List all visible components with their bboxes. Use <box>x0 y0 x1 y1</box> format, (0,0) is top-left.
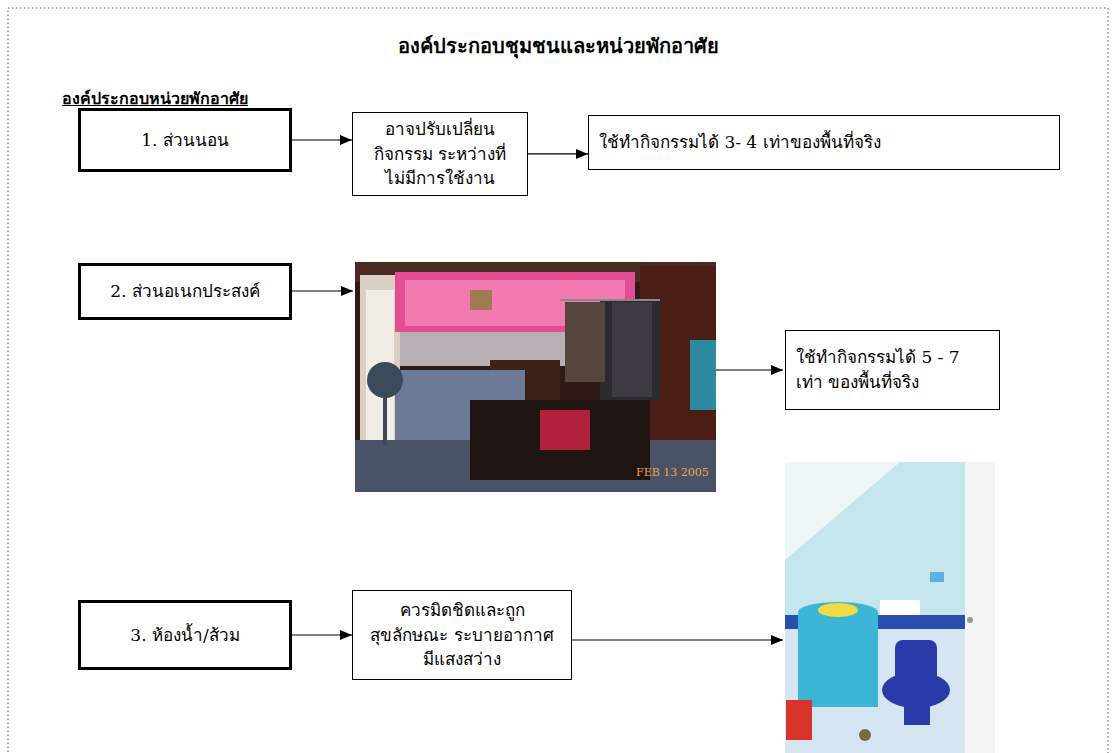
result-box: ใช้ทำกิจกรรมได้ 3- 4 เท่าของพื้นที่จริง <box>588 115 1060 170</box>
category-box: 1. ส่วนนอน <box>78 108 292 172</box>
box-text: ใช้ทำกิจกรรมได้ 3- 4 เท่าของพื้นที่จริง <box>599 130 1049 155</box>
result-box: ใช้ทำกิจกรรมได้ 5 - 7 เท่า ของพื้นที่จริ… <box>785 330 1000 410</box>
leader-arrow <box>292 290 353 291</box>
flow-arrow <box>292 634 352 635</box>
room-photo <box>355 262 716 492</box>
flow-arrow <box>292 139 352 140</box>
box-text: ควรมิดชิดและถูกสุขลักษณะ ระบายอากาศ มีแส… <box>363 598 561 672</box>
box-text: 1. ส่วนนอน <box>91 128 279 153</box>
dotted-frame <box>8 8 1108 753</box>
flow-arrow <box>528 153 588 154</box>
category-box: 3. ห้องน้ำ/ส้วม <box>78 600 292 670</box>
diagram-title: องค์ประกอบชุมชนและหน่วยพักอาศัย <box>0 30 1117 62</box>
note-box: อาจปรับเปลี่ยนกิจกรรม ระหว่างที่ไม่มีการ… <box>352 112 528 196</box>
leader-arrow <box>572 639 783 640</box>
note-box: ควรมิดชิดและถูกสุขลักษณะ ระบายอากาศ มีแส… <box>352 590 572 680</box>
box-text: 2. ส่วนอเนกประสงค์ <box>91 279 279 304</box>
leader-arrow <box>716 369 783 370</box>
date-stamp: FEB 13 2005 <box>636 466 709 479</box>
box-text: ใช้ทำกิจกรรมได้ 5 - 7 เท่า ของพื้นที่จริ… <box>796 345 989 394</box>
bathroom-photo <box>785 462 995 753</box>
category-box: 2. ส่วนอเนกประสงค์ <box>78 263 292 320</box>
box-text: 3. ห้องน้ำ/ส้วม <box>91 623 279 648</box>
box-text: อาจปรับเปลี่ยนกิจกรรม ระหว่างที่ไม่มีการ… <box>363 117 517 191</box>
